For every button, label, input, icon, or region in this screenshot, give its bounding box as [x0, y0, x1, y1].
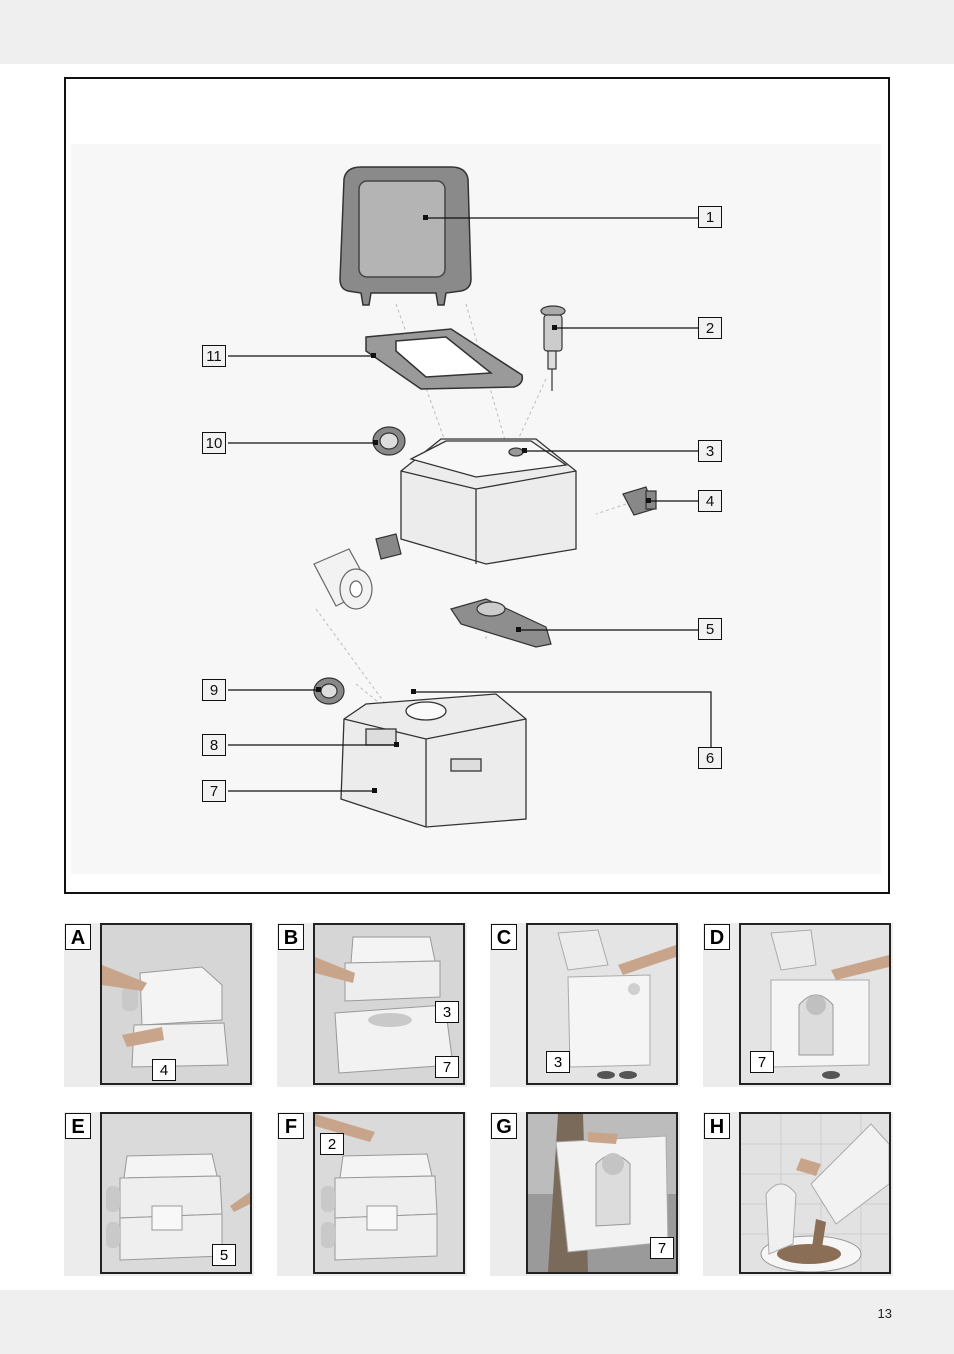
page-number: 13: [878, 1306, 892, 1321]
step-letter: C: [491, 924, 517, 950]
part-label-4: 4: [698, 490, 722, 512]
part-label-8: 8: [202, 734, 226, 756]
upper-tank-part: [401, 439, 576, 564]
part-label-1: 1: [698, 206, 722, 228]
lower-tank-part: [341, 694, 526, 827]
header-band: [0, 0, 954, 64]
lid-part: [340, 167, 471, 305]
step-letter: B: [278, 924, 304, 950]
step-letter: F: [278, 1113, 304, 1139]
step-letter: H: [704, 1113, 730, 1139]
part-label-7: 7: [202, 780, 226, 802]
footer-band: [0, 1290, 954, 1354]
part-label-5: 5: [698, 618, 722, 640]
step-g-callout-7: 7: [650, 1237, 674, 1259]
step-panel-e: E 5: [64, 1112, 254, 1276]
part-label-10: 10: [202, 432, 226, 454]
step-c-callout-3: 3: [546, 1051, 570, 1073]
step-panel-g: G 7: [490, 1112, 680, 1276]
part-label-6: 6: [698, 747, 722, 769]
exploded-diagram-frame: 1 2 3 4 5 6 7 8 9 10 11: [64, 77, 890, 894]
step-b-callout-3: 3: [435, 1001, 459, 1023]
step-f-callout-2: 2: [320, 1133, 344, 1155]
step-letter: E: [65, 1113, 91, 1139]
step-a-callout-4: 4: [152, 1059, 176, 1081]
exploded-diagram: [66, 79, 888, 892]
step-b-callout-7: 7: [435, 1056, 459, 1078]
step-panel-f: F 2: [277, 1112, 467, 1276]
part-label-2: 2: [698, 317, 722, 339]
step-e-callout-5: 5: [212, 1244, 236, 1266]
step-d-callout-7: 7: [750, 1051, 774, 1073]
step-panel-h: H: [703, 1112, 893, 1276]
step-panel-c: C 3: [490, 923, 680, 1087]
part-label-3: 3: [698, 440, 722, 462]
step-letter: G: [491, 1113, 517, 1139]
step-panel-a: A 4: [64, 923, 254, 1087]
step-panel-d: D 7: [703, 923, 893, 1087]
part-label-9: 9: [202, 679, 226, 701]
step-letter: D: [704, 924, 730, 950]
part-label-11: 11: [202, 345, 226, 367]
step-letter: A: [65, 924, 91, 950]
step-panel-b: B 3 7: [277, 923, 467, 1087]
step-photo: [739, 1112, 891, 1274]
step-photo: [100, 923, 252, 1085]
